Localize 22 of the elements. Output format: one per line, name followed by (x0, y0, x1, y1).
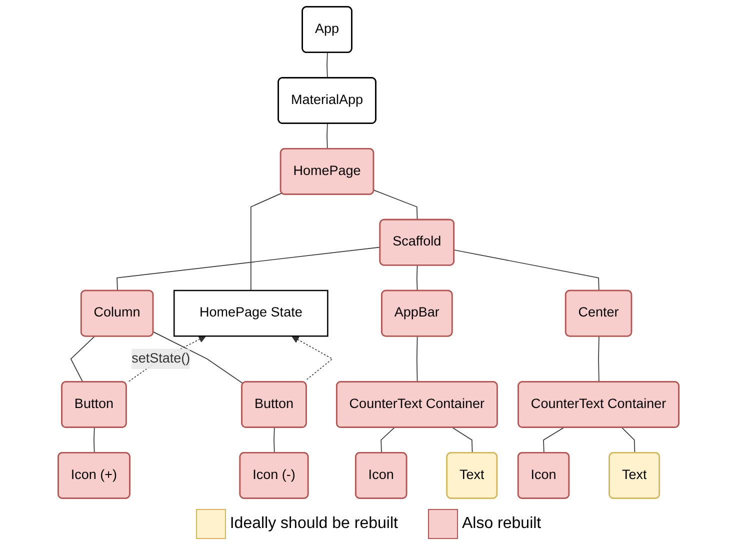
connector (543, 427, 564, 454)
connector (153, 332, 244, 384)
connector (250, 192, 282, 291)
connector (380, 427, 395, 454)
connector (326, 123, 328, 150)
arrow (292, 336, 334, 381)
connector (373, 190, 418, 220)
arrow (128, 336, 206, 382)
connector (454, 250, 600, 292)
connector (94, 427, 95, 454)
connector (416, 336, 418, 383)
legend-text: Also rebuilt (462, 515, 542, 533)
connector (452, 427, 473, 454)
connector (326, 52, 328, 79)
node-box: HomePage State (173, 290, 328, 337)
connector (598, 336, 600, 383)
connector (116, 246, 381, 292)
connector (622, 427, 636, 454)
legend-text: Ideally should be rebuilt (230, 515, 398, 533)
edge-label: setState() (132, 351, 190, 366)
connector (274, 427, 275, 454)
connector (416, 265, 418, 292)
